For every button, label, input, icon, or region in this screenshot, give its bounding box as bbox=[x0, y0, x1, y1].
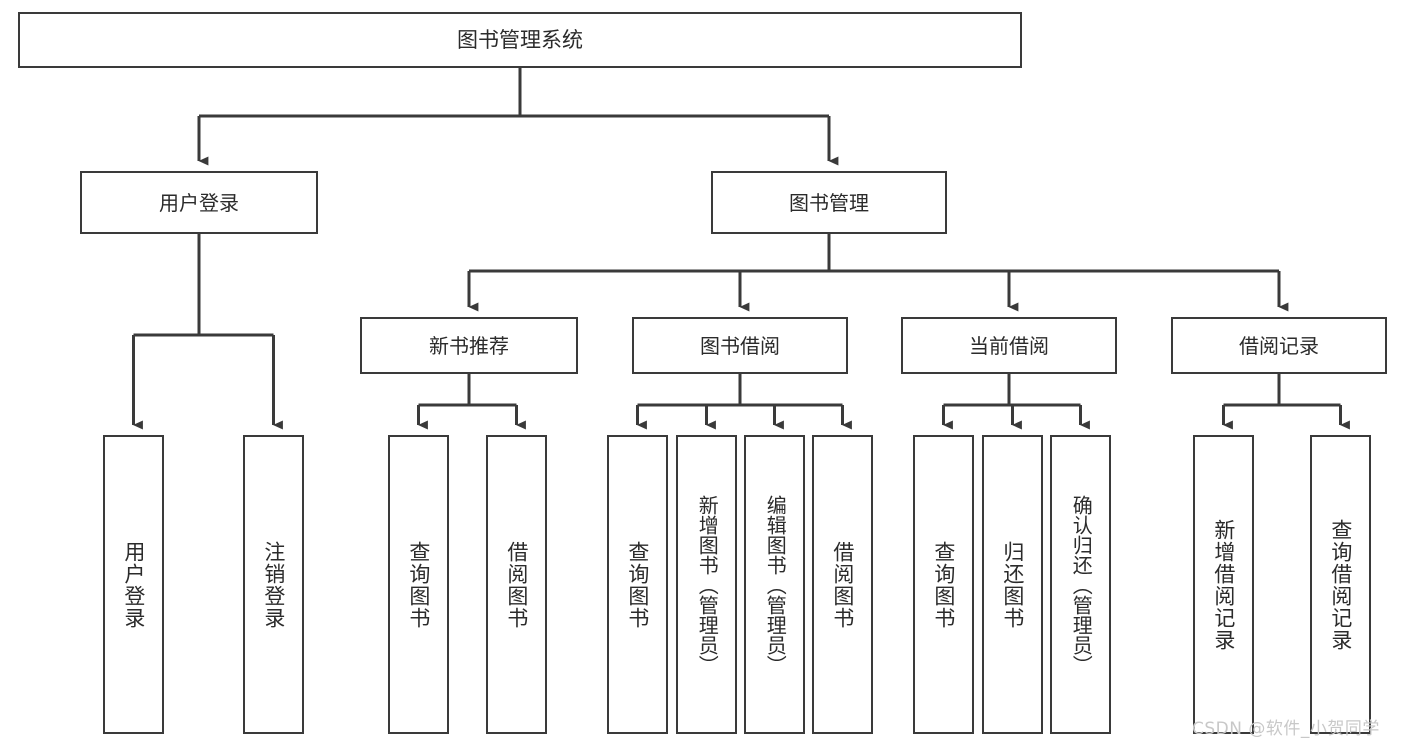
node-label: 用户登录 bbox=[159, 190, 239, 215]
leaf-leaf-add-book[interactable]: 新增图书（管理员） bbox=[676, 435, 737, 734]
node-label: 查询图书 bbox=[931, 540, 956, 629]
node-book-borrow[interactable]: 图书借阅 bbox=[632, 317, 848, 374]
node-label: 当前借阅 bbox=[969, 333, 1049, 358]
node-root[interactable]: 图书管理系统 bbox=[18, 12, 1022, 68]
leaf-leaf-borrow-book-2[interactable]: 借阅图书 bbox=[812, 435, 873, 734]
node-current-borrow[interactable]: 当前借阅 bbox=[901, 317, 1117, 374]
node-label: 新书推荐 bbox=[429, 333, 509, 358]
node-label: 编辑图书（管理员） bbox=[763, 494, 788, 675]
leaf-leaf-confirm-return[interactable]: 确认归还（管理员） bbox=[1050, 435, 1111, 734]
node-label: 查询借阅记录 bbox=[1328, 518, 1353, 651]
leaf-leaf-user-logout[interactable]: 注销登录 bbox=[243, 435, 304, 734]
node-label: 新增图书（管理员） bbox=[695, 494, 720, 675]
csdn-watermark: CSDN @软件_小贺同学 bbox=[1192, 719, 1380, 739]
leaf-leaf-add-record[interactable]: 新增借阅记录 bbox=[1193, 435, 1254, 734]
leaf-leaf-edit-book[interactable]: 编辑图书（管理员） bbox=[744, 435, 805, 734]
node-label: 确认归还（管理员） bbox=[1069, 494, 1094, 675]
node-label: 借阅记录 bbox=[1239, 333, 1319, 358]
node-label: 归还图书 bbox=[1000, 540, 1025, 629]
node-book-manage[interactable]: 图书管理 bbox=[711, 171, 947, 234]
node-label: 用户登录 bbox=[121, 540, 146, 629]
node-borrow-record[interactable]: 借阅记录 bbox=[1171, 317, 1387, 374]
leaf-leaf-query-book-1[interactable]: 查询图书 bbox=[388, 435, 449, 734]
node-label: 注销登录 bbox=[261, 540, 286, 629]
node-new-book-recommend[interactable]: 新书推荐 bbox=[360, 317, 578, 374]
node-label: 图书管理系统 bbox=[457, 27, 583, 52]
node-label: 查询图书 bbox=[406, 540, 431, 629]
leaf-leaf-query-book-3[interactable]: 查询图书 bbox=[913, 435, 974, 734]
leaf-leaf-return-book[interactable]: 归还图书 bbox=[982, 435, 1043, 734]
leaf-leaf-query-book-2[interactable]: 查询图书 bbox=[607, 435, 668, 734]
node-label: 图书管理 bbox=[789, 190, 869, 215]
node-label: 图书借阅 bbox=[700, 333, 780, 358]
node-label: 查询图书 bbox=[625, 540, 650, 629]
leaf-leaf-query-record[interactable]: 查询借阅记录 bbox=[1310, 435, 1371, 734]
node-label: 借阅图书 bbox=[504, 540, 529, 629]
leaf-leaf-user-login[interactable]: 用户登录 bbox=[103, 435, 164, 734]
node-label: 借阅图书 bbox=[830, 540, 855, 629]
leaf-leaf-borrow-book-1[interactable]: 借阅图书 bbox=[486, 435, 547, 734]
node-user-login[interactable]: 用户登录 bbox=[80, 171, 318, 234]
node-label: 新增借阅记录 bbox=[1211, 518, 1236, 651]
